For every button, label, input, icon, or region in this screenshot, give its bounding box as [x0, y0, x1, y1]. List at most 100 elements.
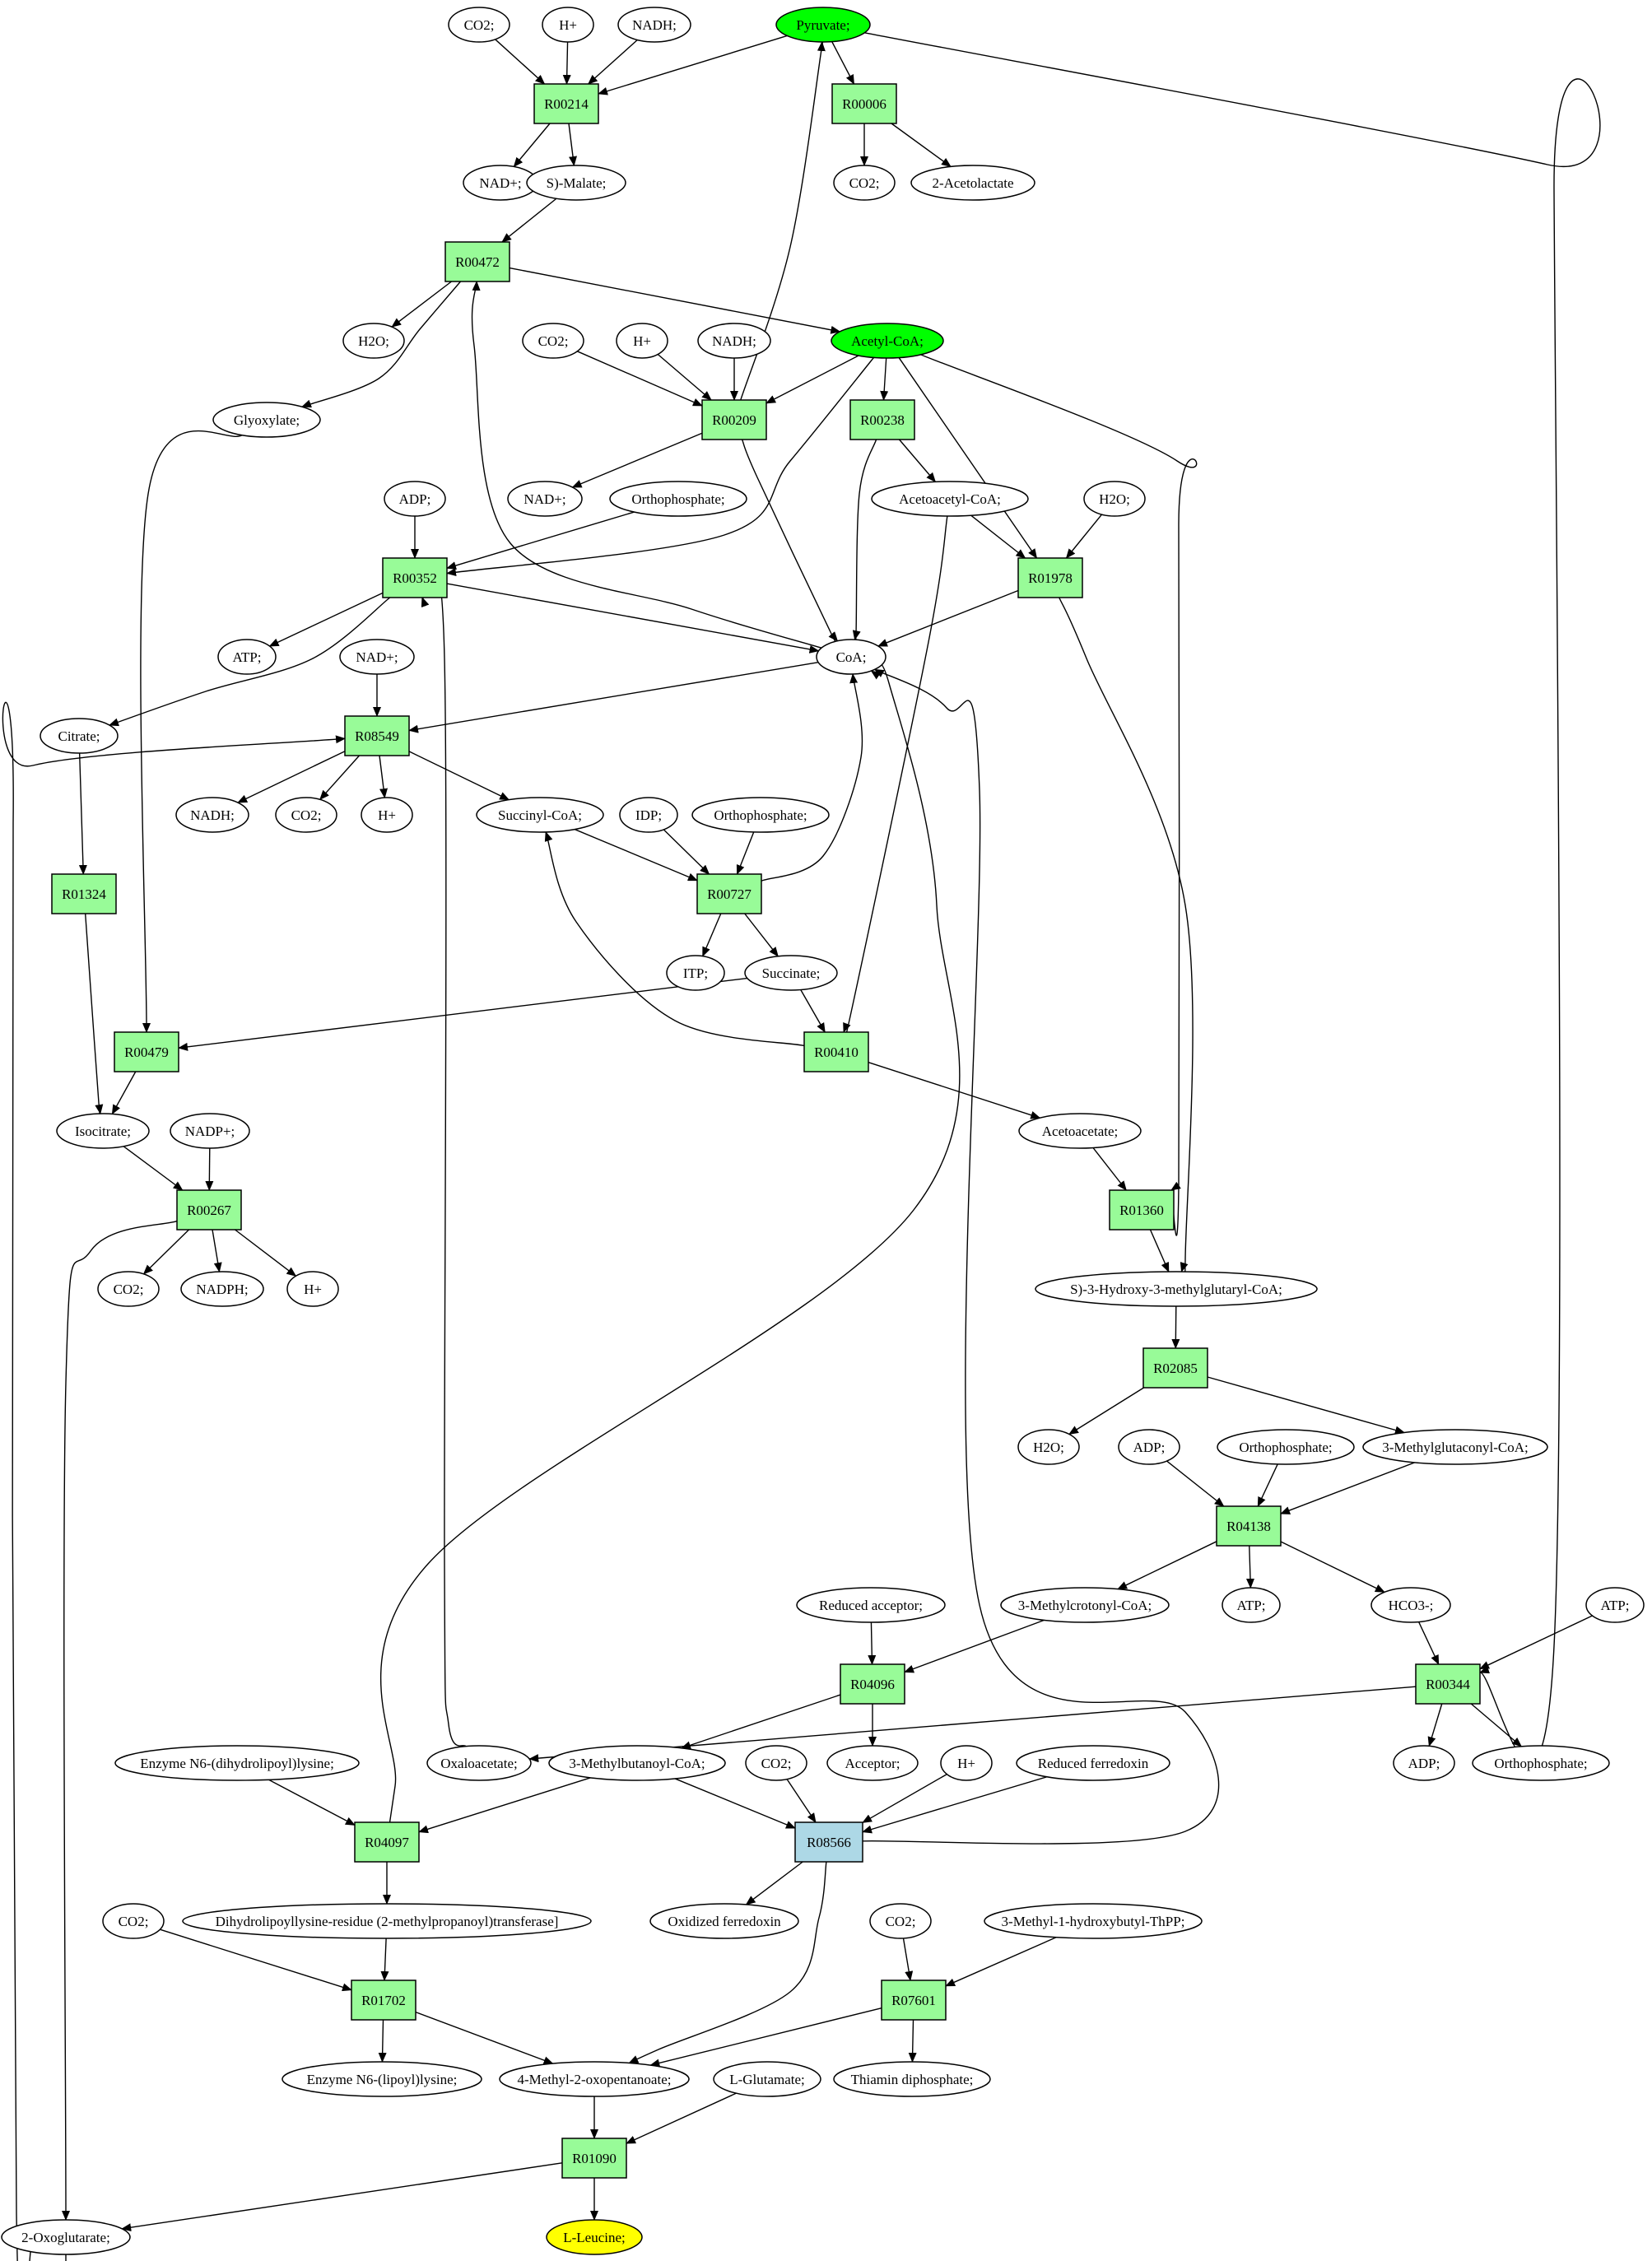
reaction-node-r04096[interactable]: R04096: [840, 1663, 905, 1705]
metabolite-node-nadh_3[interactable]: NADH;: [175, 797, 249, 833]
metabolite-node-acetolactate[interactable]: 2-Acetolactate: [910, 165, 1035, 201]
metabolite-node-h_3[interactable]: H+: [361, 797, 413, 833]
metabolite-node-atp_1[interactable]: ATP;: [217, 639, 277, 675]
metabolite-node-hmgcoa[interactable]: S)-3-Hydroxy-3-methylglutaryl-CoA;: [1035, 1271, 1318, 1307]
metabolite-node-co2_5[interactable]: CO2;: [97, 1271, 160, 1307]
metabolite-node-co2_2[interactable]: CO2;: [833, 165, 896, 201]
metabolite-node-succinate[interactable]: Succinate;: [744, 955, 838, 991]
reaction-node-r01978[interactable]: R01978: [1017, 557, 1083, 598]
reaction-node-r01360[interactable]: R01360: [1109, 1189, 1175, 1231]
metabolite-node-methylcrotonylcoa[interactable]: 3-Methylcrotonyl-CoA;: [1000, 1587, 1170, 1623]
reaction-node-r07601[interactable]: R07601: [881, 1980, 947, 2021]
reaction-node-r00352[interactable]: R00352: [382, 557, 448, 598]
metabolite-node-co2_8[interactable]: CO2;: [869, 1903, 932, 1939]
metabolite-node-thiamindiphosphate[interactable]: Thiamin diphosphate;: [833, 2061, 991, 2097]
metabolite-node-atp_2[interactable]: ATP;: [1222, 1587, 1281, 1623]
metabolite-node-adp_1[interactable]: ADP;: [384, 481, 446, 517]
reaction-node-r00238[interactable]: R00238: [849, 399, 915, 440]
reaction-node-r04138[interactable]: R04138: [1216, 1505, 1282, 1547]
metabolite-node-methylbutanoylcoa[interactable]: 3-Methylbutanoyl-CoA;: [548, 1745, 726, 1781]
metabolite-node-h2o_3[interactable]: H2O;: [1017, 1429, 1080, 1465]
metabolite-node-nad_1[interactable]: NAD+;: [463, 165, 538, 201]
metabolite-node-co2_6[interactable]: CO2;: [745, 1745, 807, 1781]
metabolite-node-pyruvate[interactable]: Pyruvate;: [775, 7, 871, 43]
metabolite-node-nad_3[interactable]: NAD+;: [339, 639, 415, 675]
metabolite-node-reducedacceptor[interactable]: Reduced acceptor;: [796, 1587, 946, 1623]
metabolite-node-itp[interactable]: ITP;: [666, 955, 725, 991]
metabolite-node-h_5[interactable]: H+: [940, 1745, 993, 1781]
reaction-node-r00410[interactable]: R00410: [803, 1031, 869, 1072]
edge-r04138-to-atp_2: [1245, 1545, 1254, 1589]
metabolite-node-co2_1[interactable]: CO2;: [448, 7, 510, 43]
metabolite-node-reducedferredoxin[interactable]: Reduced ferredoxin: [1016, 1745, 1170, 1781]
metabolite-node-acetoacetylcoa[interactable]: Acetoacetyl-CoA;: [871, 481, 1029, 517]
metabolite-node-nadp[interactable]: NADP+;: [170, 1113, 250, 1149]
edge-methylhydroxybutyl-to-r07601: [945, 1937, 1057, 1987]
reaction-node-r08549[interactable]: R08549: [344, 715, 410, 756]
metabolite-node-coa[interactable]: CoA;: [816, 639, 886, 675]
metabolite-node-acetoacetate[interactable]: Acetoacetate;: [1018, 1113, 1142, 1149]
metabolite-node-h2o_1[interactable]: H2O;: [342, 323, 405, 359]
metabolite-node-orthophosphate_2[interactable]: Orthophosphate;: [691, 797, 830, 833]
metabolite-node-oxaloacetate[interactable]: Oxaloacetate;: [426, 1745, 532, 1781]
metabolite-node-methylglutaconylcoa[interactable]: 3-Methylglutaconyl-CoA;: [1362, 1429, 1548, 1465]
edge-r00344-to-oxaloacetate: [528, 1686, 1417, 1763]
metabolite-node-hco3[interactable]: HCO3-;: [1370, 1587, 1451, 1623]
metabolite-ellipse: [282, 2061, 482, 2097]
metabolite-node-nadh_2[interactable]: NADH;: [697, 323, 771, 359]
reaction-box: [354, 1821, 420, 1863]
metabolite-node-co2_4[interactable]: CO2;: [275, 797, 337, 833]
metabolite-node-orthophosphate_4[interactable]: Orthophosphate;: [1472, 1745, 1610, 1781]
node-label: NADP+;: [185, 1124, 235, 1139]
reaction-node-r00344[interactable]: R00344: [1415, 1663, 1481, 1705]
metabolite-node-adp_3[interactable]: ADP;: [1393, 1745, 1455, 1781]
reaction-node-r00006[interactable]: R00006: [831, 83, 897, 124]
edge-r02085-to-methylglutaconylcoa: [1207, 1376, 1406, 1435]
reaction-node-r00479[interactable]: R00479: [114, 1031, 179, 1072]
metabolite-node-lleucine[interactable]: L-Leucine;: [546, 2219, 643, 2255]
reaction-node-r02085[interactable]: R02085: [1142, 1347, 1208, 1389]
metabolite-node-enzymen6lipoyl[interactable]: Enzyme N6-(lipoyl)lysine;: [282, 2061, 482, 2097]
metabolite-node-atp_3[interactable]: ATP;: [1585, 1587, 1645, 1623]
reaction-node-r00267[interactable]: R00267: [176, 1189, 242, 1231]
metabolite-node-nadph[interactable]: NADPH;: [180, 1271, 264, 1307]
metabolite-node-citrate[interactable]: Citrate;: [40, 718, 119, 754]
reaction-node-r01702[interactable]: R01702: [351, 1980, 416, 2021]
metabolite-node-lglutamate[interactable]: L-Glutamate;: [713, 2061, 821, 2097]
metabolite-node-oxidizedferredoxin[interactable]: Oxidized ferredoxin: [649, 1903, 799, 1939]
metabolite-node-succinylcoa[interactable]: Succinyl-CoA;: [476, 797, 604, 833]
metabolite-node-methyloxopentanoate[interactable]: 4-Methyl-2-oxopentanoate;: [499, 2061, 690, 2097]
reaction-node-r01090[interactable]: R01090: [561, 2138, 627, 2179]
metabolite-node-h_4[interactable]: H+: [286, 1271, 339, 1307]
metabolite-node-isocitrate[interactable]: Isocitrate;: [56, 1113, 150, 1149]
metabolite-node-nad_2[interactable]: NAD+;: [507, 481, 583, 517]
metabolite-node-oxoglutarate[interactable]: 2-Oxoglutarate;: [1, 2219, 131, 2255]
reaction-node-r01324[interactable]: R01324: [51, 873, 117, 914]
metabolite-node-idp[interactable]: IDP;: [619, 797, 678, 833]
metabolite-node-orthophosphate_3[interactable]: Orthophosphate;: [1217, 1429, 1355, 1465]
metabolite-node-acetylcoa[interactable]: Acetyl-CoA;: [831, 323, 944, 359]
metabolite-node-dihydrolipoyllysine[interactable]: Dihydrolipoyllysine-residue (2-methylpro…: [182, 1903, 592, 1939]
metabolite-node-nadh_1[interactable]: NADH;: [617, 7, 691, 43]
edge-r00214-to-nad_1: [513, 123, 551, 168]
metabolite-node-h_2[interactable]: H+: [616, 323, 668, 359]
metabolite-node-methylhydroxybutyl[interactable]: 3-Methyl-1-hydroxybutyl-ThPP;: [984, 1903, 1203, 1939]
metabolite-node-orthophosphate_1[interactable]: Orthophosphate;: [609, 481, 747, 517]
reaction-node-r00214[interactable]: R00214: [533, 83, 599, 124]
metabolite-node-h_1[interactable]: H+: [542, 7, 594, 43]
reaction-node-r00727[interactable]: R00727: [696, 873, 762, 914]
metabolite-node-co2_3[interactable]: CO2;: [522, 323, 584, 359]
metabolite-node-enzymen6dihydro[interactable]: Enzyme N6-(dihydrolipoyl)lysine;: [114, 1745, 360, 1781]
reaction-node-r08566[interactable]: R08566: [794, 1821, 863, 1863]
metabolite-node-adp_2[interactable]: ADP;: [1118, 1429, 1180, 1465]
edge-methylglutaconylcoa-to-r04138: [1280, 1462, 1415, 1514]
reaction-node-r00472[interactable]: R00472: [444, 241, 510, 282]
metabolite-node-acceptor[interactable]: Acceptor;: [826, 1745, 919, 1781]
metabolite-node-co2_7[interactable]: CO2;: [102, 1903, 165, 1939]
edge-succinylcoa-to-r00727: [574, 828, 698, 882]
metabolite-node-h2o_2[interactable]: H2O;: [1083, 481, 1146, 517]
metabolite-node-glyoxylate[interactable]: Glyoxylate;: [212, 402, 321, 438]
metabolite-node-smalate[interactable]: S)-Malate;: [526, 165, 626, 201]
reaction-node-r00209[interactable]: R00209: [701, 399, 767, 440]
reaction-node-r04097[interactable]: R04097: [354, 1821, 420, 1863]
